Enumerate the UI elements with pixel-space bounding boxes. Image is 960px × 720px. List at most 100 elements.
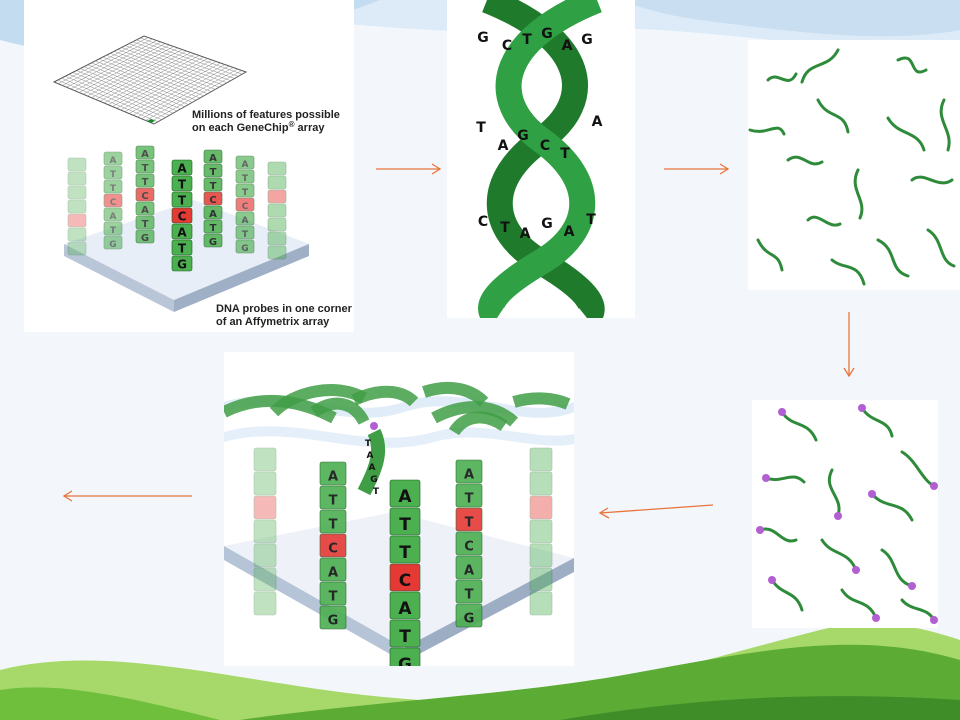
fluorescent-tag-icon xyxy=(762,474,770,482)
fluorescent-tag-icon xyxy=(852,566,860,574)
single-strand xyxy=(806,215,842,227)
probe-base-cell xyxy=(319,605,347,630)
single-strand xyxy=(756,238,784,272)
helix-base-letter: A xyxy=(564,224,575,240)
probe-base-cell xyxy=(319,461,347,486)
probe-base-cell xyxy=(389,647,421,666)
probe-base-letter: T xyxy=(210,167,217,178)
hybridizing-target-strand xyxy=(357,428,386,496)
helix-base-letter: T xyxy=(500,220,510,236)
mismatch-base-cell xyxy=(267,189,287,204)
mismatch-base-cell xyxy=(135,187,155,202)
probe-base-cell xyxy=(203,219,223,234)
caption-bottom-line2: of an Affymetrix array xyxy=(216,316,330,328)
single-strand xyxy=(800,48,840,84)
probe-base-letter: T xyxy=(399,543,411,563)
probe-base-cell xyxy=(235,225,255,240)
probe-base-cell xyxy=(529,519,553,544)
probe-base-letter: C xyxy=(110,198,117,208)
labeled-strands-illustration xyxy=(756,404,938,624)
mismatch-base-cell xyxy=(389,563,421,592)
helix-base-letter: C xyxy=(478,214,488,230)
panel-single-strands xyxy=(748,40,960,290)
probe-base-cell xyxy=(135,215,155,230)
helix-base-letter: G xyxy=(541,216,553,232)
probe-base-cell xyxy=(529,591,553,616)
probe-base-cell xyxy=(319,557,347,582)
probe-base-letter: A xyxy=(141,149,149,160)
probe-base-cell xyxy=(389,479,421,508)
probe-column xyxy=(253,447,277,616)
probe-base-letter: T xyxy=(329,590,338,605)
helix-base-letter: A xyxy=(498,138,509,154)
probe-column xyxy=(267,161,287,260)
probe-base-cell xyxy=(455,579,483,604)
probe-base-cell xyxy=(455,555,483,580)
helix-base-letter: C xyxy=(540,138,550,154)
probe-base-letter: T xyxy=(465,516,474,531)
probe-base-letter: T xyxy=(242,188,249,198)
helix-base-letter: A xyxy=(520,226,531,242)
probe-base-letter: C xyxy=(242,202,249,212)
target-strand xyxy=(269,384,367,417)
probe-base-letter: T xyxy=(110,184,117,194)
probe-base-letter: T xyxy=(178,177,187,191)
caption-top-reg: ® xyxy=(289,120,295,129)
probe-base-letter: T xyxy=(329,518,338,533)
probe-base-letter: A xyxy=(209,209,217,220)
helix-strand-front xyxy=(478,0,602,318)
single-strand xyxy=(939,98,951,152)
target-base-letter: T xyxy=(365,439,372,449)
labeled-strand xyxy=(870,492,914,522)
probe-base-cell xyxy=(171,175,193,192)
probe-base-cell xyxy=(529,471,553,496)
probe-base-letter: C xyxy=(464,540,474,555)
svg-text:on each GeneChip® array: on each GeneChip® array xyxy=(192,120,325,134)
probe-base-letter: A xyxy=(141,205,149,216)
wash-wave-1 xyxy=(224,396,574,418)
probe-base-letter: T xyxy=(329,494,338,509)
helix-base-letter: A xyxy=(562,38,573,54)
probe-base-letter: T xyxy=(142,219,149,230)
caption-top-line2-tail: array xyxy=(294,122,325,134)
probe-base-cell xyxy=(67,157,87,172)
target-base-letter: T xyxy=(373,487,380,497)
probe-base-cell xyxy=(267,175,287,190)
probe-base-letter: T xyxy=(465,492,474,507)
helix-base-letter: G xyxy=(581,32,593,48)
single-strand xyxy=(886,116,926,152)
fluorescent-tag-icon xyxy=(868,490,876,498)
labeled-strand xyxy=(770,578,804,612)
fluorescent-tag-icon xyxy=(872,614,880,622)
probe-base-letter: G xyxy=(328,614,339,629)
mismatch-base-cell xyxy=(103,193,123,208)
probe-base-letter: T xyxy=(242,230,249,240)
probe-base-cell xyxy=(135,145,155,160)
fluorescent-tag-icon xyxy=(370,422,378,430)
probe-base-cell xyxy=(389,535,421,564)
probe-base-letter: A xyxy=(328,566,338,581)
target-base-letter: A xyxy=(369,463,376,473)
probe-base-cell xyxy=(319,485,347,510)
probe-base-letter: A xyxy=(242,160,249,170)
probe-base-cell xyxy=(389,591,421,620)
single-strand xyxy=(926,228,956,268)
probe-base-cell xyxy=(253,519,277,544)
mismatch-base-cell xyxy=(171,207,193,224)
single-strand xyxy=(910,175,954,185)
probe-base-letter: T xyxy=(178,193,187,207)
probe-base-letter: T xyxy=(110,226,117,236)
probe-base-cell xyxy=(455,603,483,628)
probe-base-cell xyxy=(267,245,287,260)
probe-base-cell xyxy=(171,159,193,176)
labeled-strand xyxy=(820,538,858,572)
probe-base-cell xyxy=(67,185,87,200)
probe-base-cell xyxy=(529,447,553,472)
